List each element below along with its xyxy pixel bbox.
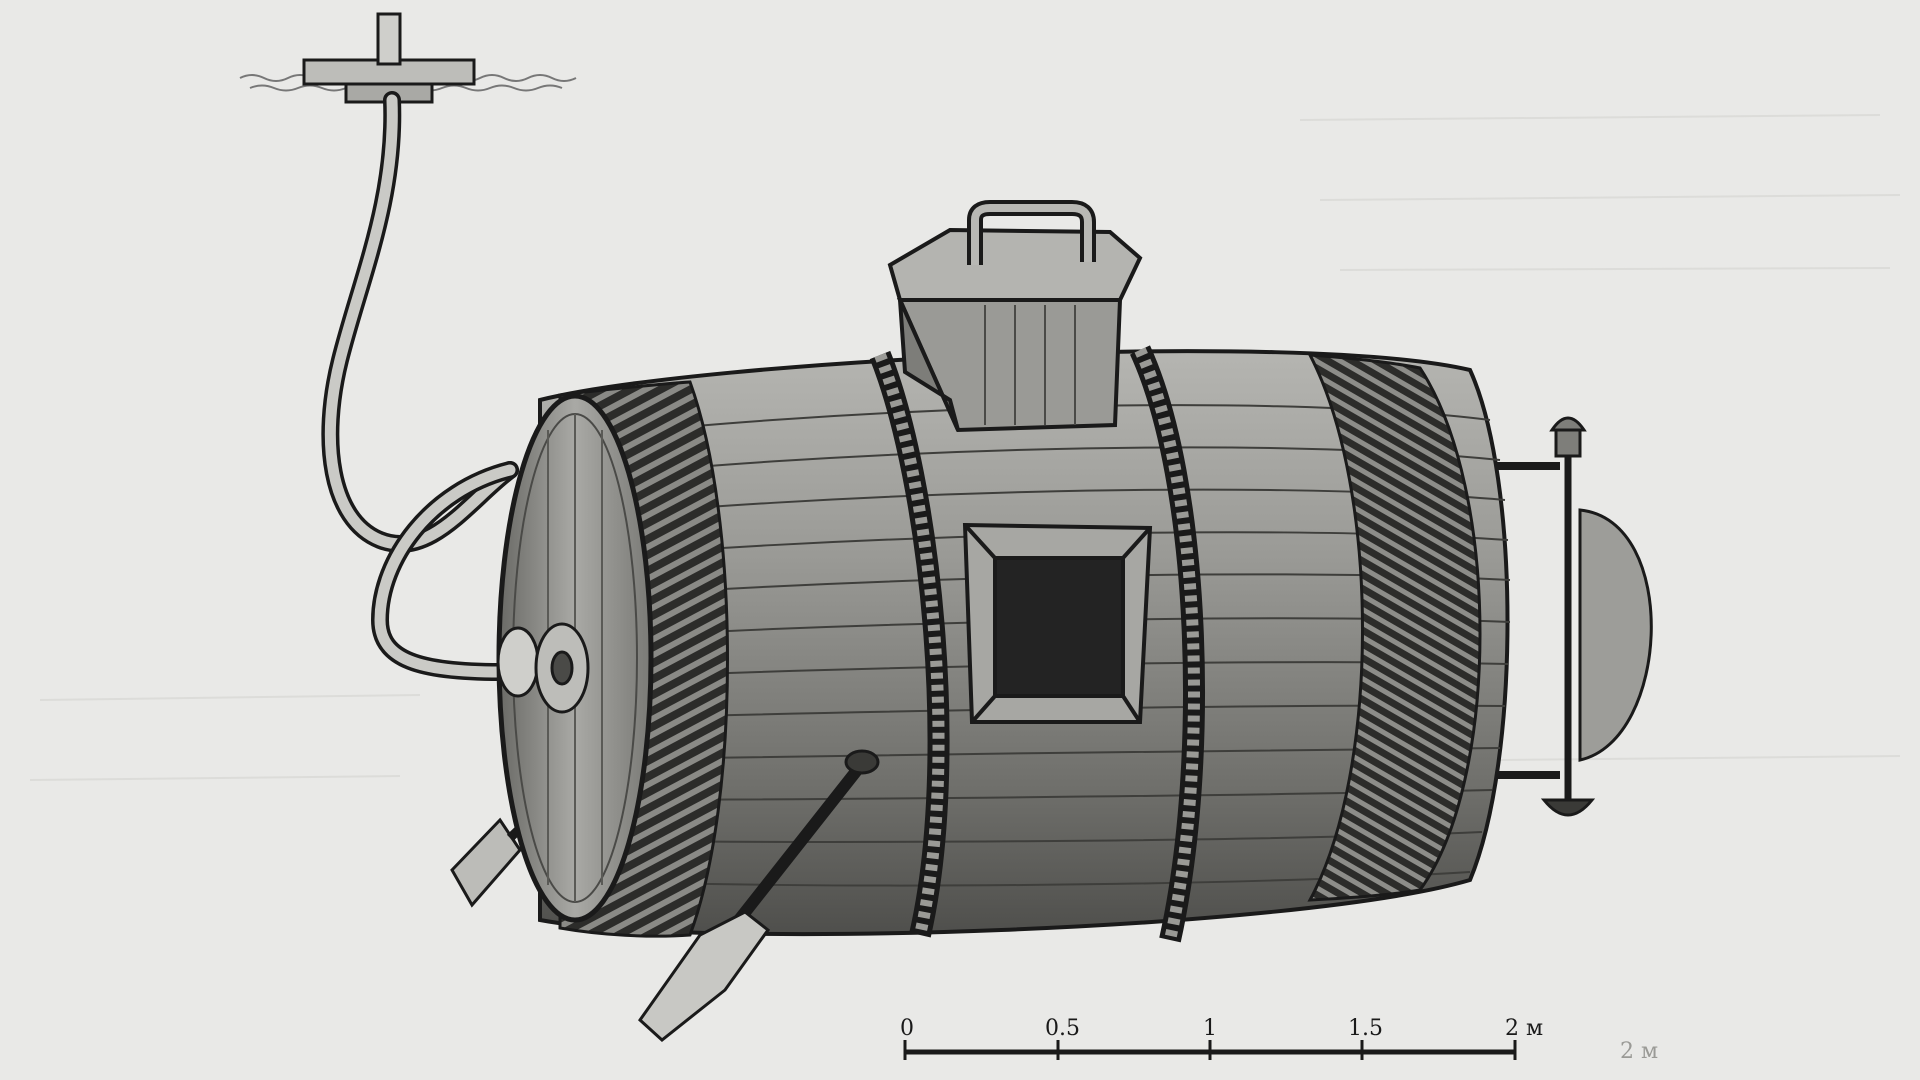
tail-propeller: [1490, 416, 1653, 817]
scale-ghost-label: 2 м: [1620, 1039, 1658, 1064]
scale-tick-0-5: 0.5: [1045, 1016, 1080, 1041]
scale-bar: 0 0.5 1 1.5 2 м 2 м: [900, 1016, 1658, 1064]
hatch-handle: [967, 200, 1096, 265]
rope-band-rear: [1307, 353, 1482, 902]
scale-tick-2: 2 м: [1505, 1016, 1543, 1041]
air-float-head: [302, 12, 476, 104]
scale-tick-0: 0: [900, 1016, 914, 1041]
scale-tick-1-5: 1.5: [1348, 1016, 1383, 1041]
scale-tick-1: 1: [1203, 1016, 1217, 1041]
hatch-tower: [887, 227, 1143, 433]
front-oar: [638, 749, 880, 1042]
viewing-window: [962, 522, 1153, 724]
rope-hoop-mid-right: [1130, 345, 1205, 943]
rope-hoop-mid-left: [869, 350, 950, 938]
hose-connector: [496, 622, 590, 714]
